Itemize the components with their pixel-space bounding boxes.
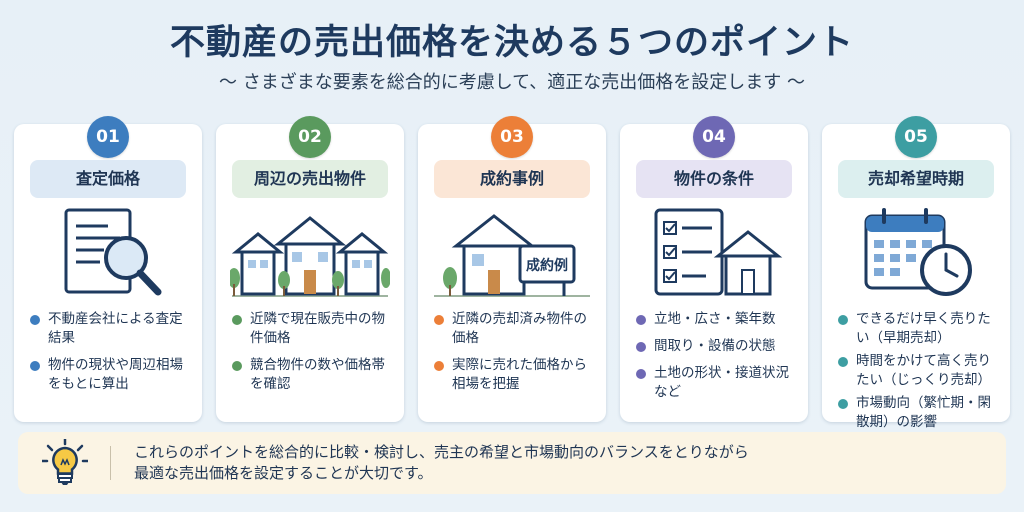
- bullet-dot: [434, 315, 444, 325]
- house-with-sign-icon: 成約例: [434, 214, 590, 297]
- bullet-item: 物件の現状や周辺相場をもとに算出: [30, 356, 196, 394]
- note-line-2: 最適な売出価格を設定することが大切です。: [134, 464, 433, 482]
- point-label: 売却希望時期: [838, 160, 994, 198]
- bullet-item: 競合物件の数や価格帯を確認: [232, 356, 398, 394]
- lightbulb-icon: [42, 439, 88, 485]
- summary-note: これらのポイントを総合的に比較・検討し、売主の希望と市場動向のバランスをとりなが…: [18, 432, 1006, 494]
- bullet-item: できるだけ早く売りたい（早期売却）: [838, 310, 1004, 348]
- bullet-item: 実際に売れた価格から相場を把握: [434, 356, 600, 394]
- point-card-5: 05 売却希望時期 できるだけ早く売りたい（早期売却） 時間をかけて高く売りたい…: [822, 116, 1010, 430]
- point-number-badge: 01: [87, 116, 129, 158]
- points-grid: 01 査定価格 不動産会社による査定結果 物件の現状や周辺相場をもとに算出 02…: [14, 108, 1010, 430]
- page-subtitle: ～ さまざまな要素を総合的に考慮して、適正な売出価格を設定します ～: [219, 72, 805, 93]
- page-title: 不動産の売出価格を決める５つのポイント: [169, 23, 854, 63]
- bullet-item: 近隣の売却済み物件の価格: [434, 310, 600, 348]
- point-bullets: 不動産会社による査定結果 物件の現状や周辺相場をもとに算出: [30, 310, 196, 402]
- bullet-dot: [636, 342, 646, 352]
- bullet-dot: [232, 361, 242, 371]
- bullet-dot: [838, 357, 848, 367]
- bullet-item: 近隣で現在販売中の物件価格: [232, 310, 398, 348]
- sign-text: 成約例: [526, 257, 568, 274]
- point-card-1: 01 査定価格 不動産会社による査定結果 物件の現状や周辺相場をもとに算出: [14, 116, 202, 422]
- point-label: 物件の条件: [636, 160, 792, 198]
- point-label: 成約事例: [434, 160, 590, 198]
- calendar-clock-icon: [864, 208, 972, 296]
- neighborhood-houses-icon: [230, 216, 390, 297]
- bullet-item: 間取り・設備の状態: [636, 337, 802, 356]
- point-bullets: できるだけ早く売りたい（早期売却） 時間をかけて高く売りたい（じっくり売却） 市…: [838, 310, 1004, 436]
- point-bullets: 近隣で現在販売中の物件価格 競合物件の数や価格帯を確認: [232, 310, 398, 402]
- bullet-item: 市場動向（繁忙期・閑散期）の影響: [838, 394, 1004, 432]
- checklist-house-icon: [654, 208, 783, 296]
- point-label: 周辺の売出物件: [232, 160, 388, 198]
- bullet-dot: [636, 315, 646, 325]
- point-card-2: 02 周辺の売出物件 近隣で現在販売中の物件価格 競合物件の数や価格帯を確認: [216, 116, 404, 422]
- bullet-dot: [232, 315, 242, 325]
- point-number-badge: 02: [289, 116, 331, 158]
- document-magnifier-icon: [64, 208, 162, 296]
- point-card-4: 04 物件の条件 立地・広さ・築年数 間取り・設備の状態 土地の形状・接道状況な…: [620, 116, 808, 422]
- bullet-dot: [30, 315, 40, 325]
- bullet-item: 土地の形状・接道状況など: [636, 364, 802, 402]
- bullet-dot: [636, 369, 646, 379]
- note-text: これらのポイントを総合的に比較・検討し、売主の希望と市場動向のバランスをとりなが…: [134, 442, 749, 484]
- point-bullets: 立地・広さ・築年数 間取り・設備の状態 土地の形状・接道状況など: [636, 310, 802, 410]
- point-number-badge: 05: [895, 116, 937, 158]
- bullet-dot: [838, 399, 848, 409]
- note-divider: [110, 446, 111, 480]
- bullet-dot: [838, 315, 848, 325]
- bullet-item: 時間をかけて高く売りたい（じっくり売却）: [838, 352, 1004, 390]
- bullet-item: 立地・広さ・築年数: [636, 310, 802, 329]
- bullet-dot: [434, 361, 444, 371]
- point-number-badge: 04: [693, 116, 735, 158]
- bullet-dot: [30, 361, 40, 371]
- point-label: 査定価格: [30, 160, 186, 198]
- point-bullets: 近隣の売却済み物件の価格 実際に売れた価格から相場を把握: [434, 310, 600, 402]
- bullet-item: 不動産会社による査定結果: [30, 310, 196, 348]
- point-card-3: 03 成約事例 成約例 近隣の売却済み物件の価格 実際に売れた価格から相場を把握: [418, 116, 606, 422]
- point-number-badge: 03: [491, 116, 533, 158]
- note-line-1: これらのポイントを総合的に比較・検討し、売主の希望と市場動向のバランスをとりなが…: [134, 443, 749, 461]
